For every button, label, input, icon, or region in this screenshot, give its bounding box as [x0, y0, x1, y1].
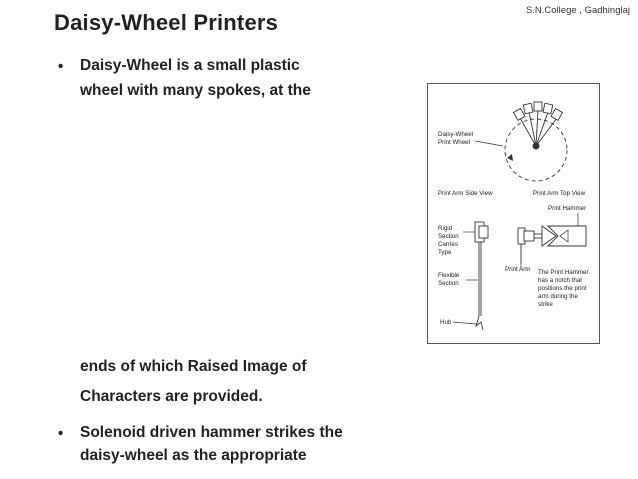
- label-hammer-note: The Print Hammer: [538, 269, 589, 276]
- label-print-wheel: Print Wheel: [438, 139, 470, 146]
- print-arm-top-view: [517, 225, 587, 264]
- header-credit: S.N.College , Gadhinglaj: [525, 5, 630, 16]
- print-arm-side-view: [474, 221, 489, 331]
- bullet-marker: •: [58, 425, 64, 442]
- daisy-wheel-svg: Daisy-Wheel Print Wheel Print Arm Side V…: [438, 101, 589, 331]
- label-rigid: Rigid: [438, 225, 453, 232]
- slide-title: Daisy-Wheel Printers: [54, 10, 279, 35]
- label-rigid-section: Section: [438, 233, 459, 240]
- label-hub: Hub: [440, 319, 452, 326]
- bullet-text-line: Solenoid driven hammer strikes the: [80, 424, 343, 441]
- label-hammer-note: strike: [538, 301, 553, 308]
- daisy-wheel-diagram: Daisy-Wheel Print Wheel Print Arm Side V…: [427, 83, 600, 344]
- daisy-wheel-spokes: [512, 101, 564, 150]
- label-print-arm: Print Arm: [505, 266, 530, 273]
- wheel-rotation-circle: [504, 118, 568, 182]
- label-hammer-note: arm during the: [538, 293, 578, 300]
- label-hammer-note: has a notch that: [538, 277, 582, 284]
- label-flexible-section: Section: [438, 280, 459, 287]
- label-type: Type: [438, 249, 452, 256]
- rotation-arrow: [507, 154, 513, 161]
- hammer-interaction-arrow: [559, 229, 569, 243]
- bullet-marker: •: [58, 58, 64, 75]
- label-flexible: Flexible: [438, 272, 460, 279]
- bullet-text-line: ends of which Raised Image of: [80, 358, 307, 375]
- bullet-text-line: Daisy-Wheel is a small plastic: [80, 57, 300, 74]
- label-side-view: Print Arm Side View: [438, 190, 493, 197]
- bullet-text-line: wheel with many spokes, at the: [80, 82, 311, 99]
- bullet-text-line: daisy-wheel as the appropriate: [80, 447, 307, 464]
- bullet-text-line: Characters are provided.: [80, 388, 263, 405]
- label-print-hammer: Print Hammer: [548, 205, 586, 212]
- label-carries: Carries: [438, 241, 458, 248]
- label-hammer-note: positions the print: [538, 285, 587, 292]
- label-top-view: Print Arm Top View: [533, 190, 586, 197]
- label-daisy-wheel: Daisy-Wheel: [438, 131, 473, 138]
